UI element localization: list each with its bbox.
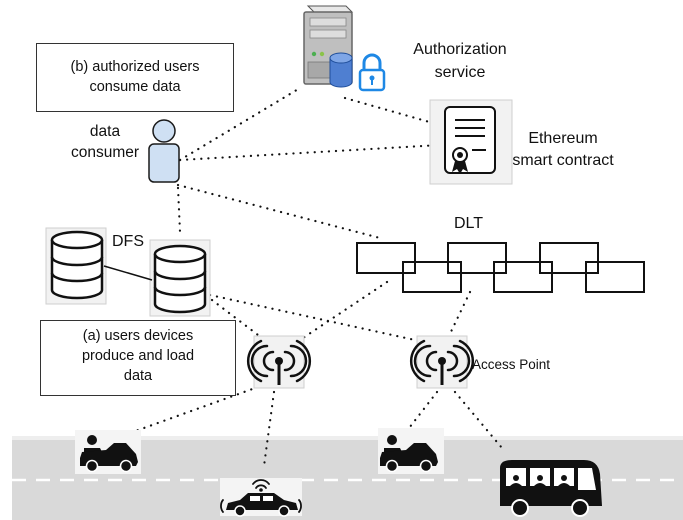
car-icon	[75, 430, 141, 474]
wireless-antenna-icon	[409, 335, 475, 389]
note-a-text: (a) users devices produce and load data	[40, 326, 236, 386]
dfs-label: DFS	[112, 233, 144, 250]
data-consumer-label: data consumer	[60, 121, 150, 163]
authorization-line-1: Authorization	[413, 41, 507, 58]
ethereum-label: Ethereum smart contract	[492, 128, 634, 172]
note-b-text: (b) authorized users consume data	[36, 57, 234, 97]
database-icon	[153, 244, 207, 314]
database-icon	[50, 230, 104, 300]
self-driving-car-icon	[220, 478, 302, 517]
certificate-icon	[429, 99, 513, 185]
note-b-line-1: (b) authorized users	[70, 59, 200, 75]
dlt-chain	[356, 242, 645, 293]
note-box-a	[40, 320, 236, 396]
authorization-line-2: service	[434, 64, 486, 81]
dfs-databases	[45, 227, 211, 317]
data-consumer-line-2: consumer	[70, 144, 140, 161]
dotted-connections	[128, 86, 504, 468]
note-a-line-1: (a) users devices	[82, 328, 194, 344]
database-icon	[329, 52, 353, 88]
lock-icon	[358, 53, 386, 92]
note-a-line-3: data	[123, 368, 153, 384]
authorization-service-label: Authorization service	[392, 38, 528, 84]
wireless-antenna-icon	[246, 335, 312, 389]
note-box-b	[36, 43, 234, 112]
ethereum-line-1: Ethereum	[528, 130, 598, 147]
note-b-line-2: consume data	[89, 79, 181, 95]
car-icon	[378, 428, 444, 474]
dlt-label: DLT	[454, 215, 484, 232]
user-icon	[148, 119, 180, 183]
note-a-line-2: produce and load	[81, 348, 195, 364]
bus-icon	[500, 460, 602, 517]
ethereum-line-2: smart contract	[512, 152, 614, 169]
data-consumer-line-1: data	[89, 123, 121, 140]
access-point-label: Access Point	[472, 357, 551, 372]
